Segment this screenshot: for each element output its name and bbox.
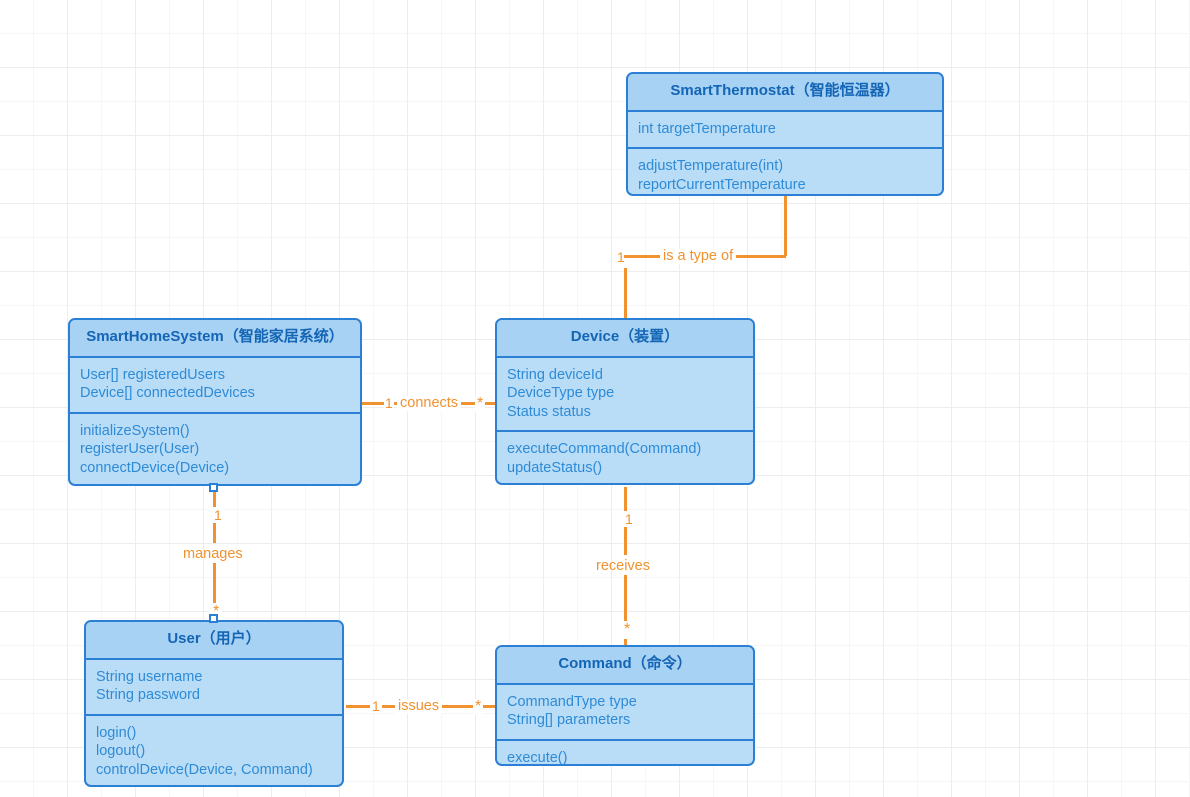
class-attributes-smart-thermostat: int targetTemperature — [628, 112, 942, 148]
class-alias-smart-home-system: （智能家居系统） — [223, 328, 344, 345]
class-methods-smart-thermostat: adjustTemperature(int) reportCurrentTemp… — [628, 147, 942, 194]
class-name-user: User — [167, 630, 201, 647]
class-name-smart-home-system: SmartHomeSystem — [86, 328, 224, 345]
relationship-label-issues: issues — [395, 699, 443, 714]
class-attributes-command: CommandType type String[] parameters — [497, 685, 753, 739]
class-name-smart-thermostat: SmartThermostat — [670, 82, 795, 99]
multiplicity-is-a-type-of-source: 1 — [617, 249, 625, 265]
class-methods-smart-home-system: initializeSystem() registerUser(User) co… — [70, 411, 360, 484]
class-box-device[interactable]: Device（装置） String deviceId DeviceType ty… — [495, 318, 755, 485]
class-name-device: Device — [570, 328, 620, 345]
class-attributes-user: String username String password — [86, 660, 342, 714]
method-item: controlDevice(Device, Command) — [96, 761, 313, 778]
relationship-label-connects: connects — [397, 396, 462, 411]
multiplicity-receives-source: 1 — [622, 511, 636, 527]
connector-receives-stub — [624, 636, 627, 646]
method-item: executeCommand(Command) — [507, 441, 702, 458]
method-item: login() — [96, 724, 137, 741]
method-item: registerUser(User) — [80, 441, 200, 458]
attribute-item: User[] registeredUsers — [80, 366, 226, 383]
relationship-label-receives: receives — [596, 558, 650, 574]
class-box-smart-home-system[interactable]: SmartHomeSystem（智能家居系统） User[] registere… — [68, 318, 362, 486]
method-item: execute() — [507, 749, 568, 766]
attribute-item: String password — [96, 687, 200, 704]
relationship-label-is-a-type-of: is a type of — [660, 249, 737, 264]
attribute-item: int targetTemperature — [638, 120, 776, 137]
attribute-item: DeviceType type — [507, 385, 615, 402]
class-name-command: Command — [558, 655, 632, 672]
class-title-user: User（用户） — [86, 622, 342, 660]
multiplicity-receives-target: * — [621, 621, 634, 639]
method-item: connectDevice(Device) — [80, 459, 230, 476]
class-alias-device: （装置） — [619, 328, 680, 345]
attribute-item: String[] parameters — [507, 712, 631, 729]
connector-is-a-type-of-vertical-thermostat — [784, 196, 787, 256]
class-box-command[interactable]: Command（命令） CommandType type String[] pa… — [495, 645, 755, 766]
class-title-command: Command（命令） — [497, 647, 753, 685]
method-item: adjustTemperature(int) — [638, 158, 784, 175]
attribute-item: Status status — [507, 403, 591, 420]
connector-is-a-type-of-vertical-device — [624, 268, 627, 320]
attribute-item: String deviceId — [507, 366, 603, 383]
multiplicity-issues-target: * — [473, 698, 484, 715]
method-item: reportCurrentTemperature — [638, 176, 806, 193]
connector-receives-lower — [624, 575, 627, 623]
class-title-device: Device（装置） — [497, 320, 753, 358]
class-box-user[interactable]: User（用户） String username String password… — [84, 620, 344, 787]
class-title-smart-thermostat: SmartThermostat（智能恒温器） — [628, 74, 942, 112]
multiplicity-manages-source: 1 — [211, 507, 225, 523]
relationship-label-manages: manages — [183, 546, 243, 562]
multiplicity-connects-source: 1 — [384, 395, 394, 411]
class-methods-command: execute() — [497, 738, 753, 766]
connector-manages-lower — [213, 563, 216, 619]
attribute-item: Device[] connectedDevices — [80, 385, 255, 402]
class-methods-user: login() logout() controlDevice(Device, C… — [86, 713, 342, 785]
multiplicity-connects-target: * — [475, 395, 486, 412]
method-item: updateStatus() — [507, 459, 603, 476]
class-attributes-device: String deviceId DeviceType type Status s… — [497, 358, 753, 431]
class-methods-device: executeCommand(Command) updateStatus() — [497, 430, 753, 483]
class-box-smart-thermostat[interactable]: SmartThermostat（智能恒温器） int targetTempera… — [626, 72, 944, 196]
aggregation-marker-manages-target — [209, 614, 218, 623]
class-alias-smart-thermostat: （智能恒温器） — [794, 82, 900, 99]
aggregation-marker-manages-source — [209, 483, 218, 492]
class-attributes-smart-home-system: User[] registeredUsers Device[] connecte… — [70, 358, 360, 412]
method-item: logout() — [96, 743, 146, 760]
method-item: initializeSystem() — [80, 422, 190, 439]
attribute-item: CommandType type — [507, 693, 637, 710]
multiplicity-issues-source: 1 — [370, 698, 382, 714]
class-alias-user: （用户） — [200, 630, 261, 647]
attribute-item: String username — [96, 668, 203, 685]
class-alias-command: （命令） — [631, 655, 692, 672]
class-title-smart-home-system: SmartHomeSystem（智能家居系统） — [70, 320, 360, 358]
